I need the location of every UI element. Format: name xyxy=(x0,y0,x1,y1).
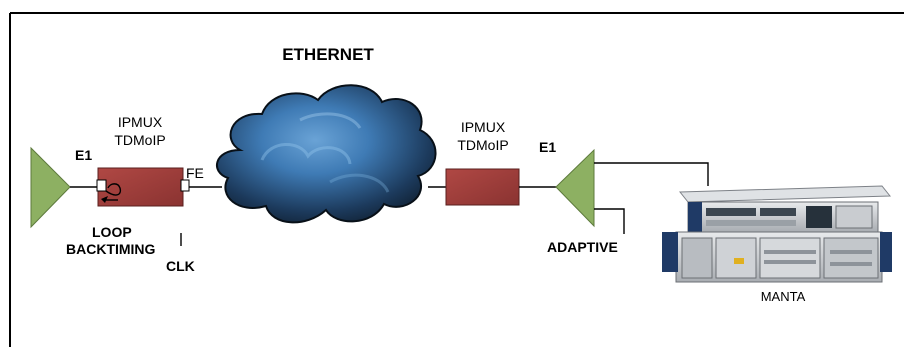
adaptive-clock-line xyxy=(594,208,625,234)
diagram-title: ETHERNET xyxy=(282,45,374,64)
left-e1-port xyxy=(96,179,107,192)
manta-link xyxy=(594,162,709,186)
left-e1-label: E1 xyxy=(75,147,92,163)
loop-arrow-curve xyxy=(105,183,122,196)
left-fe-port xyxy=(180,179,190,192)
manta-label: MANTA xyxy=(761,289,806,304)
left-ipmux-line1: IPMUX xyxy=(118,114,163,130)
right-e1-label: E1 xyxy=(539,139,556,155)
loop-label-line2: BACKTIMING xyxy=(66,241,156,257)
ethernet-cloud-icon xyxy=(216,84,437,224)
left-fe-label: FE xyxy=(186,165,204,181)
clk-label: CLK xyxy=(166,258,195,274)
loop-label-line1: LOOP xyxy=(92,224,132,240)
right-ipmux-line1: IPMUX xyxy=(461,119,506,135)
left-e1-triangle xyxy=(30,146,71,229)
adaptive-label: ADAPTIVE xyxy=(547,239,618,255)
left-ipmux-line2: TDMoIP xyxy=(114,132,165,148)
right-e1-triangle xyxy=(555,148,595,228)
right-ipmux-box xyxy=(445,168,520,206)
right-ipmux-line2: TDMoIP xyxy=(457,137,508,153)
manta-rack-icon xyxy=(662,185,892,283)
loop-arrow-head xyxy=(101,196,108,203)
